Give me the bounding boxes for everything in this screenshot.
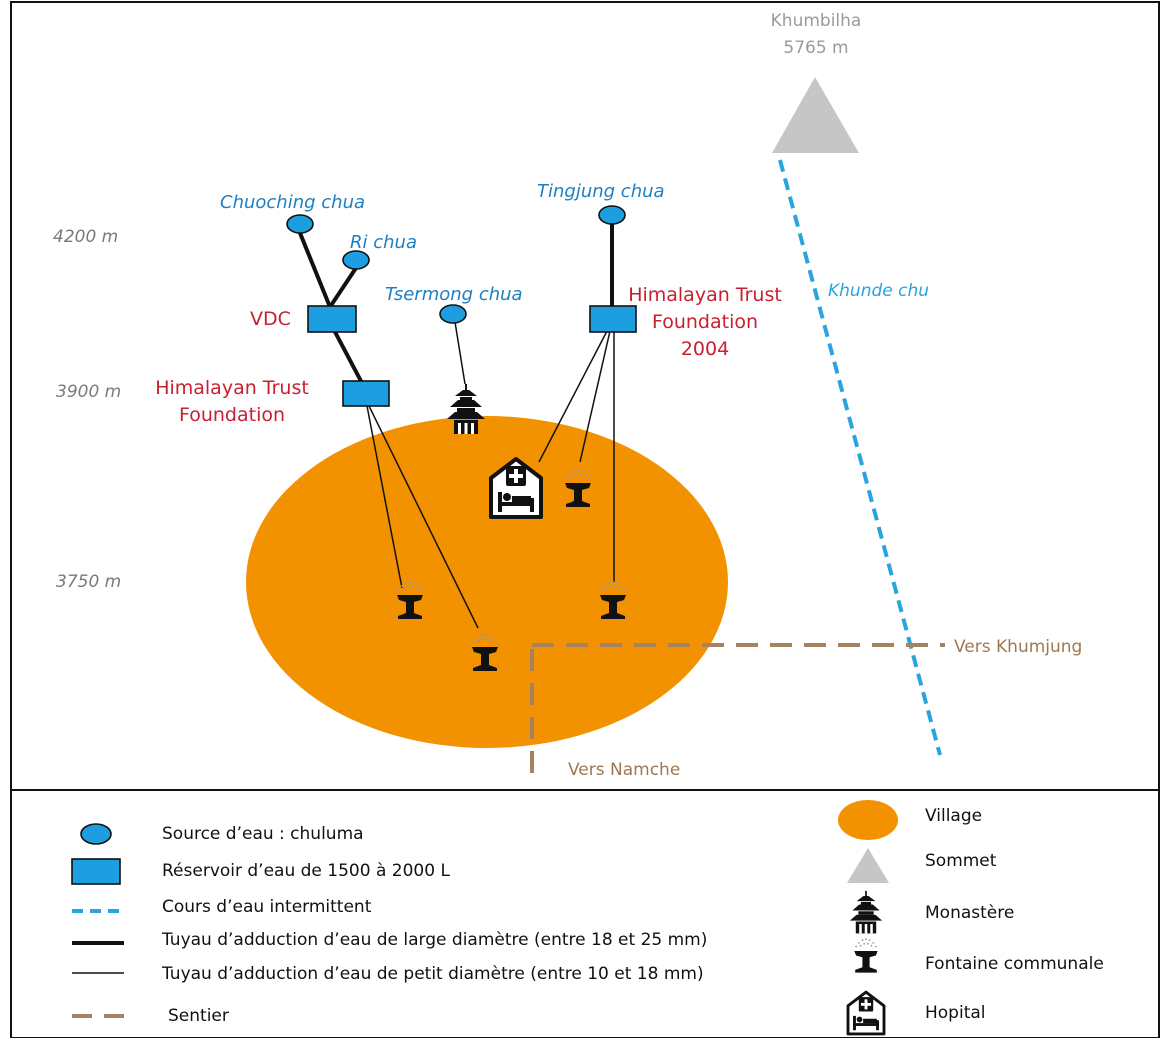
small-pipes — [366, 321, 615, 629]
legend-village-symbol — [838, 800, 898, 840]
reservoirs — [307, 305, 637, 407]
summit-elevation: 5765 m — [783, 38, 848, 58]
source-tsermong — [439, 304, 467, 324]
legend-monastery-icon — [848, 890, 884, 935]
source-label-chuoching: Chuoching chua — [220, 192, 365, 213]
reservoir-label-hmt-line1: Himalayan Trust — [155, 377, 309, 399]
source-label-tingjung: Tingjung chua — [537, 181, 665, 202]
altitude-4200: 4200 m — [53, 227, 118, 247]
legend-label-small-pipe: Tuyau d’adduction d’eau de petit diamètr… — [161, 964, 704, 984]
summit-name: Khumbilha — [771, 11, 862, 31]
summit-triangle — [772, 77, 859, 153]
legend-label-reservoir: Réservoir d’eau de 1500 à 2000 L — [162, 861, 450, 881]
source-label-ri: Ri chua — [350, 232, 417, 253]
reservoir-label-vdc: VDC — [250, 308, 291, 330]
reservoir-vdc — [307, 305, 357, 333]
village-area — [246, 416, 728, 748]
reservoir-label-hmt2004-line1: Himalayan Trust — [628, 284, 782, 306]
reservoir-label-hmt2004-line3: 2004 — [681, 338, 729, 360]
legend-fountain-icon — [854, 938, 878, 973]
legend-hospital-icon — [846, 990, 886, 1036]
altitude-3750: 3750 m — [56, 572, 121, 592]
legend-source-symbol — [80, 823, 112, 845]
legend-summit-symbol — [847, 848, 889, 883]
legend-frame — [10, 789, 1160, 1038]
source-ri — [342, 250, 370, 270]
legend-label-monastery: Monastère — [925, 903, 1014, 923]
trail-label-namche: Vers Namche — [568, 760, 680, 780]
legend-label-large-pipe: Tuyau d’adduction d’eau de large diamètr… — [161, 930, 707, 950]
reservoir-label-hmt-line2: Foundation — [179, 404, 285, 426]
source-tingjung — [598, 205, 626, 225]
legend-label-summit: Sommet — [925, 851, 997, 871]
reservoir-hmt-2004 — [589, 305, 637, 333]
khunde-chu-stream — [778, 159, 942, 756]
stream-label: Khunde chu — [828, 281, 929, 301]
trail-label-khumjung: Vers Khumjung — [954, 637, 1082, 657]
reservoir-label-hmt2004-line2: Foundation — [652, 311, 758, 333]
legend-label-village: Village — [925, 806, 982, 826]
altitude-3900: 3900 m — [56, 382, 121, 402]
legend-label-trail: Sentier — [168, 1006, 229, 1026]
water-sources — [286, 205, 626, 324]
legend-label-fountain: Fontaine communale — [925, 954, 1104, 974]
reservoir-hmt — [342, 380, 390, 407]
source-label-tsermong: Tsermong chua — [385, 284, 523, 305]
legend-reservoir-symbol — [71, 858, 121, 885]
source-chuoching — [286, 214, 314, 234]
legend-label-stream: Cours d’eau intermittent — [162, 897, 372, 917]
legend-label-source: Source d’eau : chuluma — [162, 824, 364, 844]
legend-label-hospital: Hopital — [925, 1003, 986, 1023]
large-pipes — [298, 222, 614, 385]
